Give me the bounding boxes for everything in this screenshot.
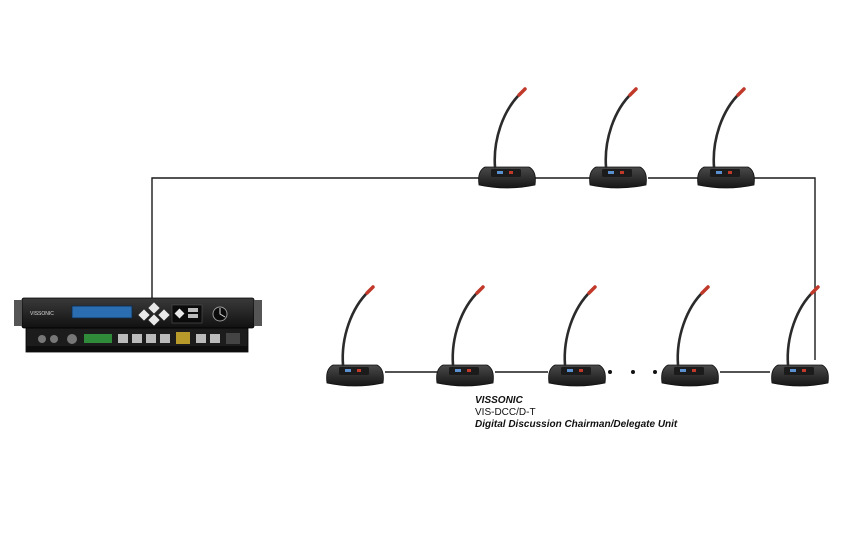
- lower-unit-4: [659, 285, 721, 388]
- central-controller: VISSONIC: [14, 297, 262, 353]
- lower-unit-2: [434, 285, 496, 388]
- caption-brand: VISSONIC: [475, 395, 523, 406]
- cable-lines: [151, 177, 816, 373]
- caption-model: VIS-DCC/D-T: [475, 407, 536, 418]
- controller-brand-text: VISSONIC: [30, 311, 54, 317]
- unit-caption: VISSONIC VIS-DCC/D-T Digital Discussion …: [475, 395, 677, 431]
- trunk-cable: [151, 177, 480, 300]
- return-cable: [753, 177, 816, 360]
- caption-description: Digital Discussion Chairman/Delegate Uni…: [475, 419, 678, 430]
- lower-unit-1: [324, 285, 386, 388]
- continuation-dots: [608, 370, 657, 374]
- upper-unit-1: [476, 87, 538, 190]
- lower-unit-5: [769, 285, 831, 388]
- upper-unit-3: [695, 87, 757, 190]
- upper-unit-2: [587, 87, 649, 190]
- lower-unit-3: [546, 285, 608, 388]
